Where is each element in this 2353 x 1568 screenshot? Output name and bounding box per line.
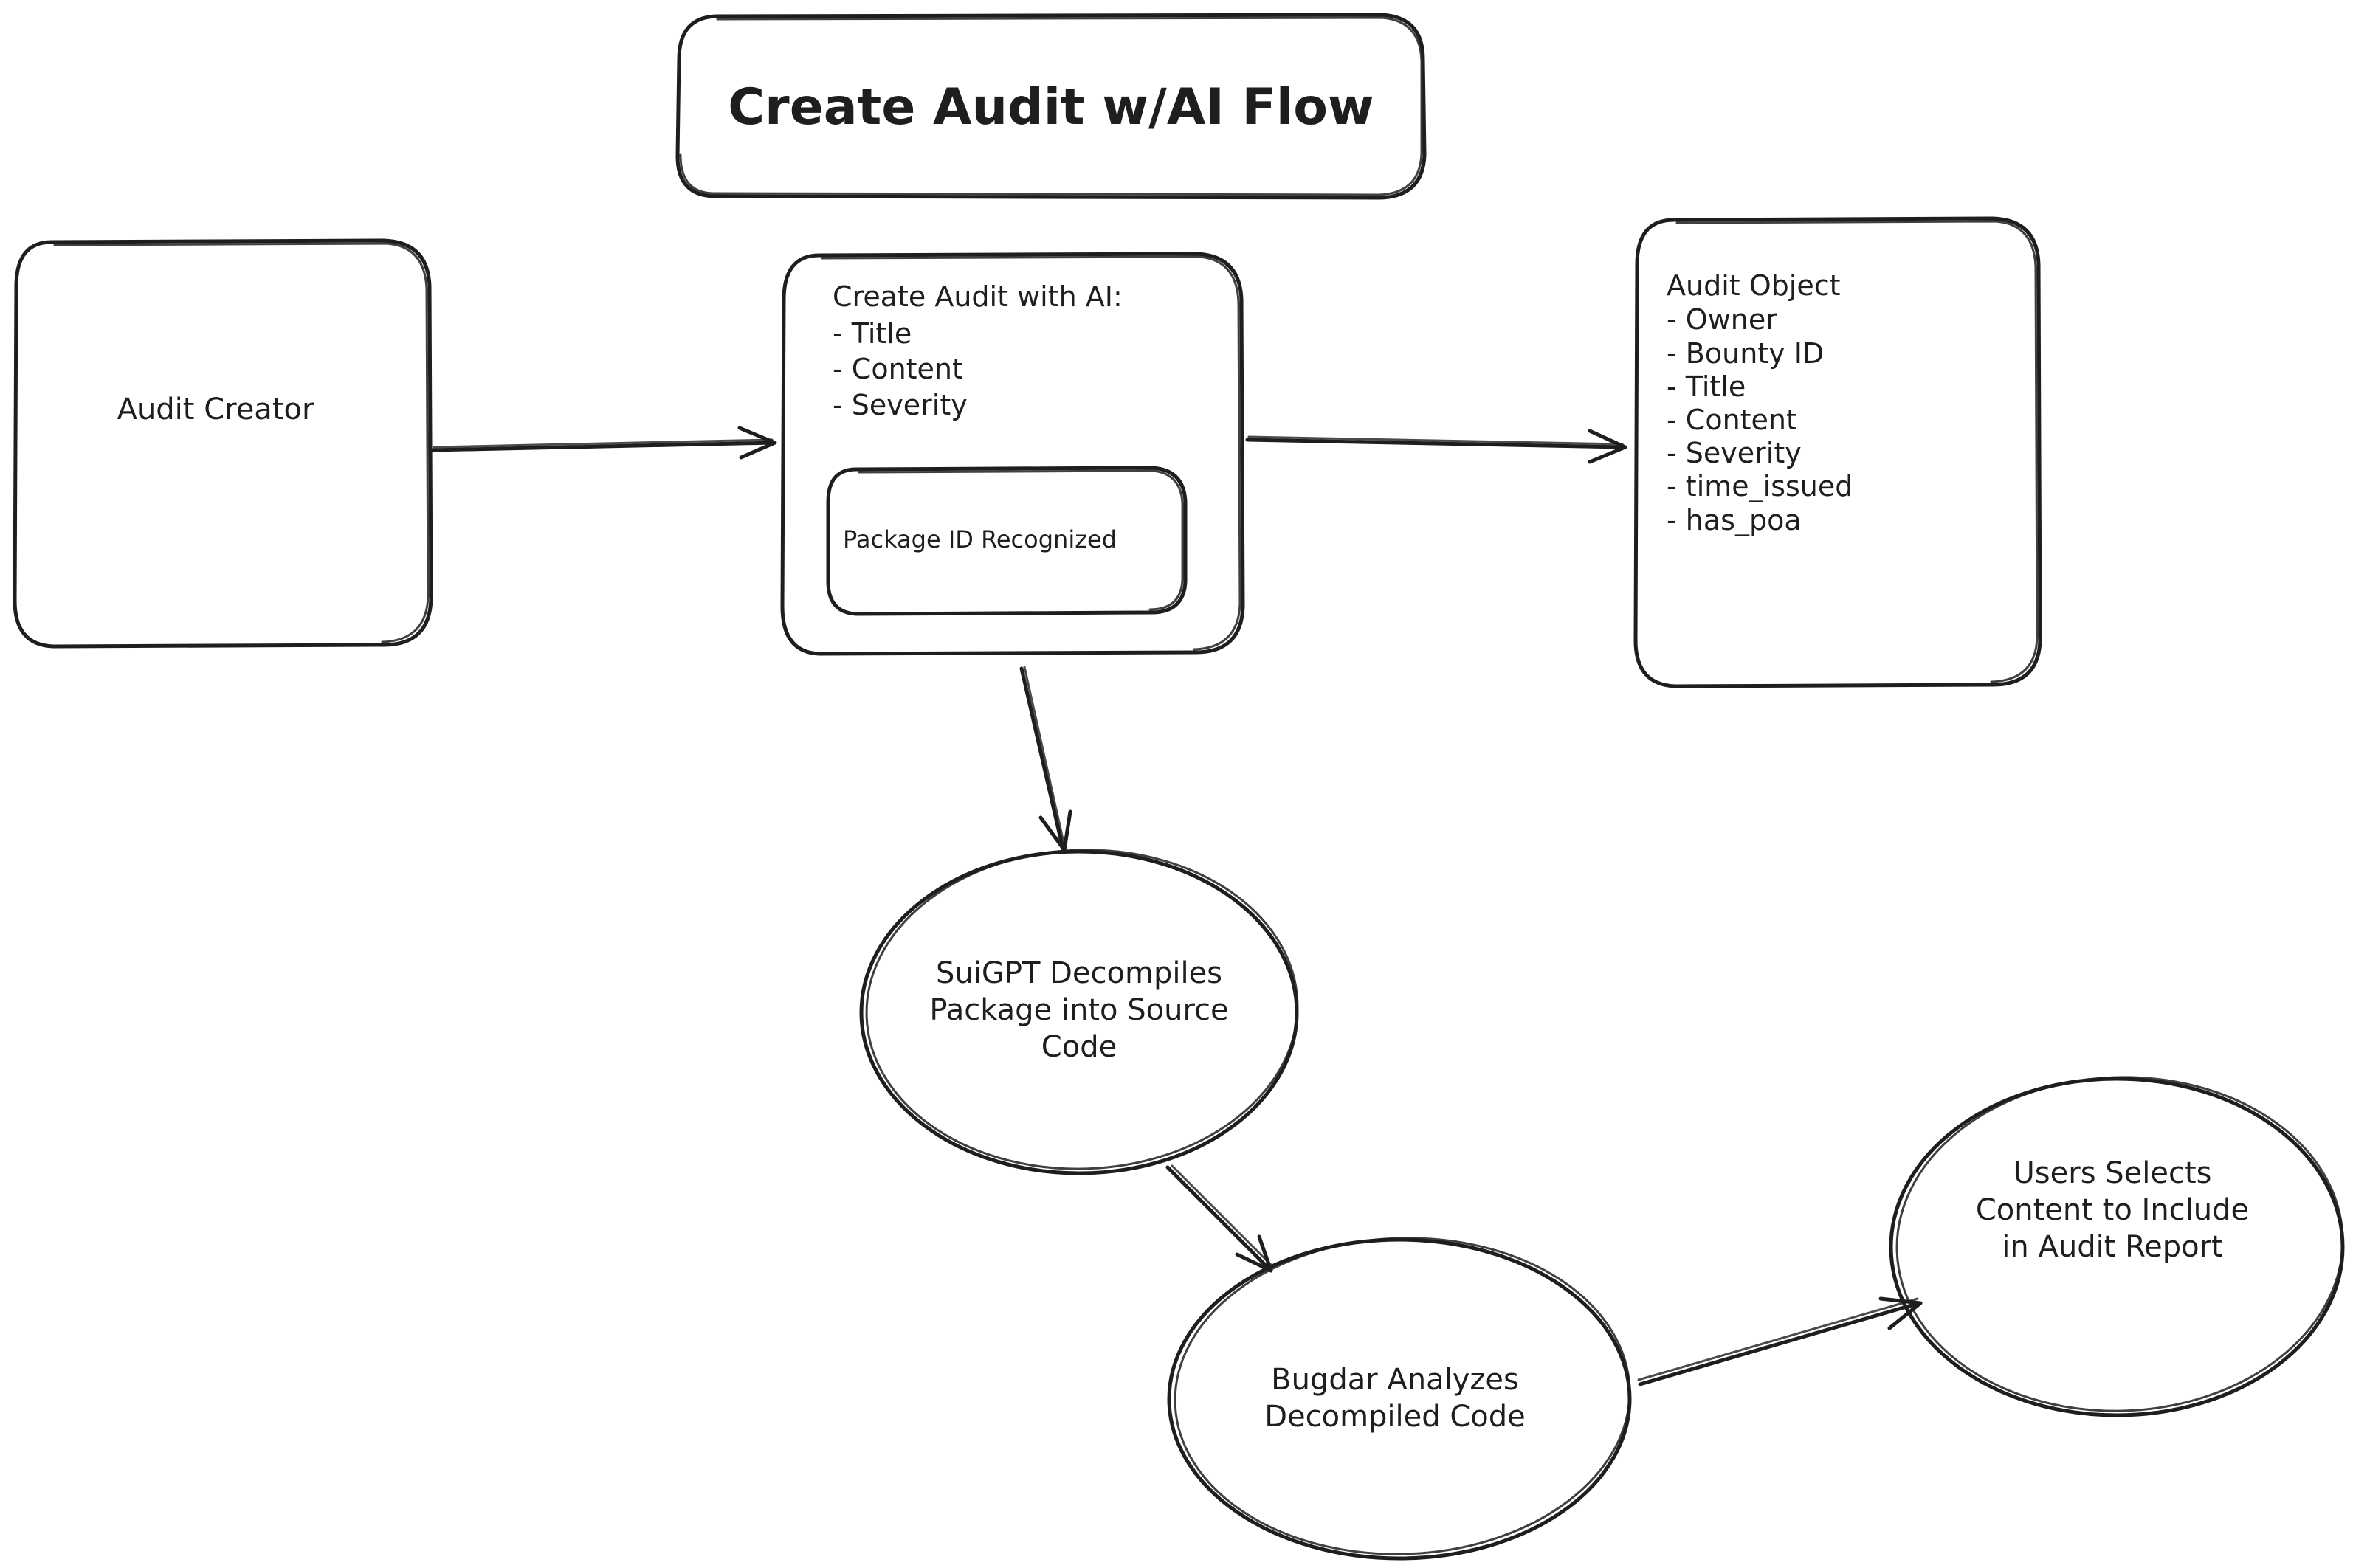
arrow-suigpt-to-bugdar (1165, 1164, 1274, 1273)
bugdar-node: Bugdar Analyzes Decompiled Code (1167, 1237, 1632, 1561)
users-select-label-line: Content to Include (1976, 1193, 2249, 1227)
arrow-bugdar-to-users (1637, 1296, 1923, 1386)
audit-creator-box: Audit Creator (13, 238, 433, 649)
audit-creator-label: Audit Creator (117, 393, 314, 426)
create-audit-item: - Severity (833, 389, 968, 421)
create-audit-item: - Title (833, 317, 912, 350)
create-audit-item: - Content (833, 353, 963, 385)
package-id-label: Package ID Recognized (843, 525, 1117, 553)
bugdar-label-line: Decompiled Code (1264, 1400, 1526, 1434)
audit-object-field: - has_poa (1667, 504, 1802, 536)
users-select-label-line: Users Selects (2013, 1156, 2212, 1190)
audit-object-field: - time_issued (1667, 470, 1853, 502)
arrow-create-to-suigpt (1019, 666, 1072, 852)
audit-object-heading: Audit Object (1667, 269, 1841, 302)
audit-object-field: - Content (1667, 404, 1797, 436)
create-audit-box: Create Audit with AI: - Title - Content … (780, 252, 1245, 656)
suigpt-label-line: SuiGPT Decompiles (936, 956, 1222, 990)
arrow-create-to-object (1245, 429, 1627, 464)
audit-object-box: Audit Object - Owner - Bounty ID - Title… (1633, 216, 2042, 688)
audit-object-field: - Bounty ID (1667, 337, 1824, 370)
create-audit-heading: Create Audit with AI: (833, 280, 1123, 313)
title-box: Create Audit w/AI Flow (675, 13, 1427, 200)
audit-object-field: - Severity (1667, 437, 1802, 469)
audit-object-field: - Title (1667, 370, 1746, 403)
audit-object-field: - Owner (1667, 303, 1777, 336)
arrow-creator-to-create (430, 426, 777, 460)
users-select-node: Users Selects Content to Include in Audi… (1889, 1076, 2345, 1417)
package-id-box: Package ID Recognized (826, 466, 1188, 616)
suigpt-label-line: Package into Source (929, 993, 1228, 1027)
users-select-label-line: in Audit Report (2002, 1230, 2222, 1264)
page-title: Create Audit w/AI Flow (728, 78, 1374, 137)
suigpt-label-line: Code (1041, 1030, 1117, 1064)
suigpt-node: SuiGPT Decompiles Package into Source Co… (859, 849, 1299, 1175)
bugdar-label-line: Bugdar Analyzes (1271, 1363, 1519, 1397)
